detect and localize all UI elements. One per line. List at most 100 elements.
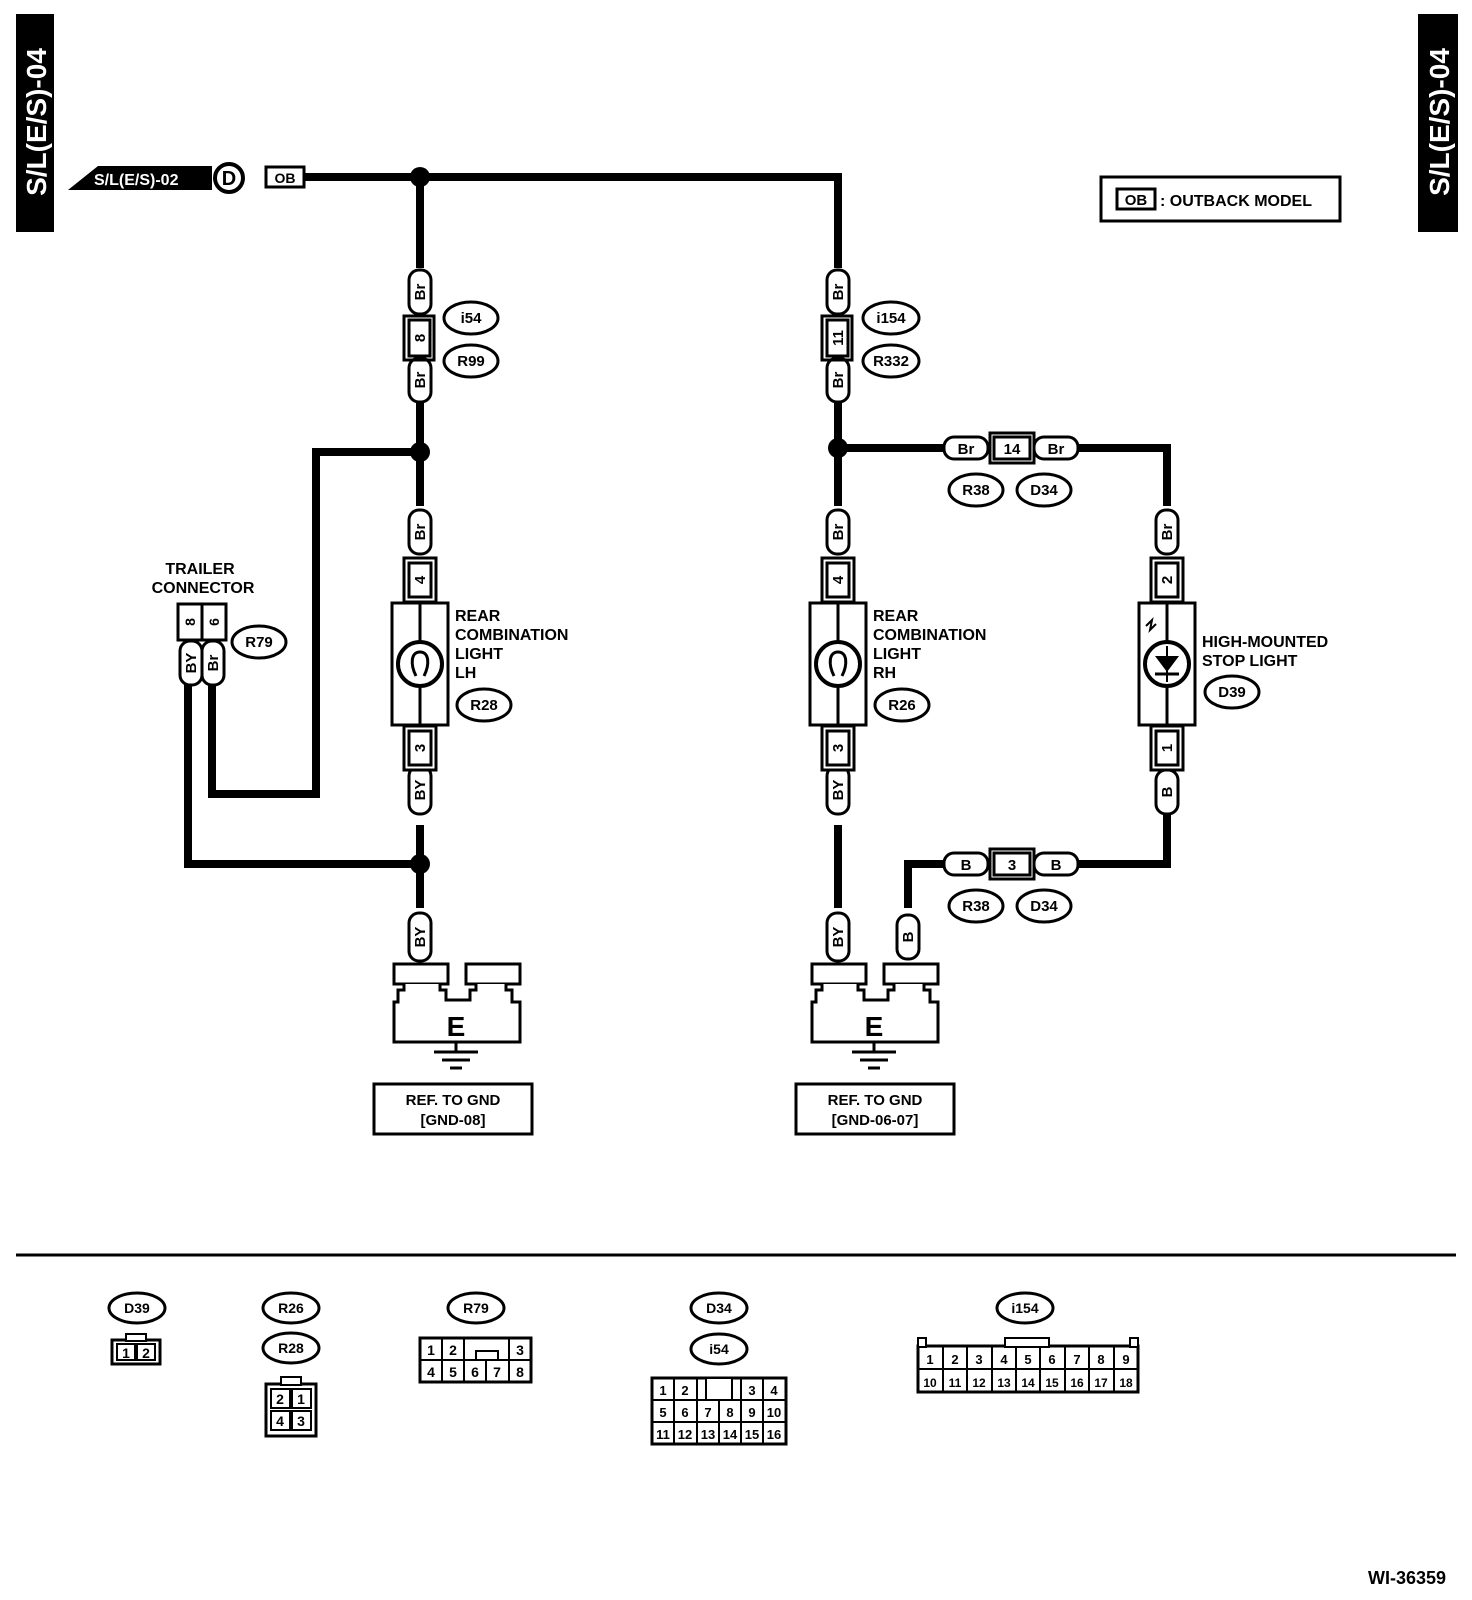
pin-number: 6: [471, 1364, 479, 1380]
pin-number: 3: [975, 1352, 982, 1367]
tag-r26: R26: [888, 697, 916, 714]
pin-number: 18: [1119, 1376, 1133, 1390]
pin-number: 2: [681, 1383, 688, 1398]
lh-label-line2: COMBINATION: [455, 627, 568, 644]
pin-number: 6: [681, 1405, 688, 1420]
wire-tag-b: B: [961, 857, 972, 874]
pin-trailer-left: 8: [182, 618, 198, 626]
trailer-label-line2: CONNECTOR: [152, 580, 255, 597]
pinout-tag-r79: R79: [463, 1300, 489, 1316]
pin-number: 7: [1073, 1352, 1080, 1367]
wire-tag-b: B: [900, 931, 917, 942]
side-tab-right: S/L(E/S)-04: [1418, 14, 1458, 232]
pin-hmsl-top: 2: [1159, 576, 1176, 584]
pinout-tag-r26: R26: [278, 1300, 304, 1316]
pin-rh-top: 4: [830, 575, 847, 584]
legend-text: : OUTBACK MODEL: [1160, 193, 1312, 210]
wire-tags: Br Br Br BY BY BY Br Br Br Br BY BY B Br…: [178, 268, 1180, 963]
pin-number: 1: [427, 1342, 435, 1358]
source-arrow: S/L(E/S)-02 D OB: [68, 162, 306, 194]
pin-number: 15: [1045, 1376, 1059, 1390]
tag-d34: D34: [1030, 482, 1058, 499]
pin-number: 16: [1070, 1376, 1084, 1390]
wire-tag-by: BY: [830, 780, 847, 801]
pin-number: 4: [770, 1383, 778, 1398]
pin-number: 3: [297, 1413, 305, 1429]
light-emission-icon: [1145, 616, 1157, 634]
pin-number: 8: [516, 1364, 524, 1380]
pin-number: 8: [1097, 1352, 1104, 1367]
side-tab-right-label: S/L(E/S)-04: [1424, 48, 1455, 196]
tag-i54: i54: [461, 310, 483, 327]
pin-number: 10: [767, 1405, 781, 1420]
pin-number: 8: [726, 1405, 733, 1420]
side-tab-left-label: S/L(E/S)-04: [21, 48, 52, 196]
legend: OB : OUTBACK MODEL: [1099, 175, 1342, 223]
pin-number: 15: [745, 1427, 759, 1442]
pin-number: 6: [1048, 1352, 1055, 1367]
pin-number: 16: [767, 1427, 781, 1442]
pin-number: 2: [276, 1391, 284, 1407]
inline-connector-r38-bottom: 3: [988, 847, 1036, 881]
wire-tag-b: B: [1159, 786, 1176, 797]
pin-number: 10: [923, 1376, 937, 1390]
source-ob-tag: OB: [275, 170, 296, 186]
ground-right: E REF. TO GND [GND-06-07]: [794, 962, 956, 1136]
wire-tag-by: BY: [183, 653, 200, 674]
inline-connector-i154: 11: [820, 314, 854, 362]
pinout-tag-i54: i54: [709, 1341, 729, 1357]
tag-r28: R28: [470, 697, 498, 714]
pin-number: 17: [1094, 1376, 1108, 1390]
wire-tags-horizontal: Br Br B B: [942, 435, 1080, 877]
rear-combination-light-lh: 4 3 REAR COMBINATION LIGHT LH: [390, 556, 568, 772]
tag-r38: R38: [962, 482, 990, 499]
pin-number: 11: [949, 1376, 962, 1390]
pin-number: 4: [276, 1413, 284, 1429]
inline-connector-i54: 8: [402, 314, 436, 362]
pin-number: 3: [516, 1342, 524, 1358]
bulb-icon: [396, 640, 444, 688]
ground-symbol-right: E: [865, 1011, 884, 1042]
wire-tag-by: BY: [412, 927, 429, 948]
connector-tags: i54 R99 i154 R332 R38 D34 R38 D34 R79 R2…: [230, 300, 1261, 924]
pinout-i154: 1 2 3 4 5 6 7 8 9 10 11 12 13 14 15 16 1…: [916, 1337, 1140, 1394]
pin-number: 12: [678, 1427, 692, 1442]
pin-i54-r99: 8: [412, 334, 429, 342]
pin-number: 1: [297, 1391, 305, 1407]
wire-tag-b: B: [1051, 857, 1062, 874]
tag-d34: D34: [1030, 898, 1058, 915]
wire-tag-br: Br: [830, 284, 847, 301]
ground-left-ref-line2: [GND-08]: [420, 1112, 485, 1129]
pin-i154-r332: 11: [830, 330, 847, 346]
ground-symbol-left: E: [447, 1011, 466, 1042]
wire-tag-br: Br: [1048, 441, 1065, 458]
pinout-d34-i54: 1 2 3 4 5 6 7 8 9 10 11 12 13 14 15 16: [650, 1376, 788, 1446]
inline-connector-r38-top: 14: [988, 431, 1036, 465]
junctions: [410, 167, 848, 874]
pinout-r26-r28: 2 1 4 3: [264, 1376, 318, 1438]
legend-tag: OB: [1125, 192, 1148, 209]
wire-tag-br: Br: [412, 524, 429, 541]
pin-number: 3: [748, 1383, 755, 1398]
pinout-d39: 1 2: [110, 1333, 162, 1366]
pin-r38-d34-top: 14: [1004, 441, 1021, 458]
wires: [184, 173, 1171, 908]
tag-r332: R332: [873, 353, 909, 370]
ground-left-ref-line1: REF. TO GND: [406, 1092, 501, 1109]
pin-number: 5: [449, 1364, 457, 1380]
pin-number: 1: [926, 1352, 933, 1367]
source-label: S/L(E/S)-02: [94, 172, 179, 189]
rh-label-line3: LIGHT: [873, 646, 921, 663]
pin-number: 9: [748, 1405, 755, 1420]
ground-right-ref-line2: [GND-06-07]: [832, 1112, 919, 1129]
high-mounted-stop-light: 2 1 HIGH-MOUNTED STOP LIGHT: [1137, 556, 1328, 772]
pin-number: 14: [1021, 1376, 1035, 1390]
pinout-r79: 1 2 3 4 5 6 7 8: [418, 1336, 533, 1384]
trailer-label-line1: TRAILER: [165, 561, 235, 578]
side-tab-left: S/L(E/S)-04: [16, 14, 54, 232]
pinout-tag-d39: D39: [124, 1300, 150, 1316]
wire-tag-by: BY: [830, 927, 847, 948]
ground-right-ref-line1: REF. TO GND: [828, 1092, 923, 1109]
pin-number: 2: [951, 1352, 958, 1367]
